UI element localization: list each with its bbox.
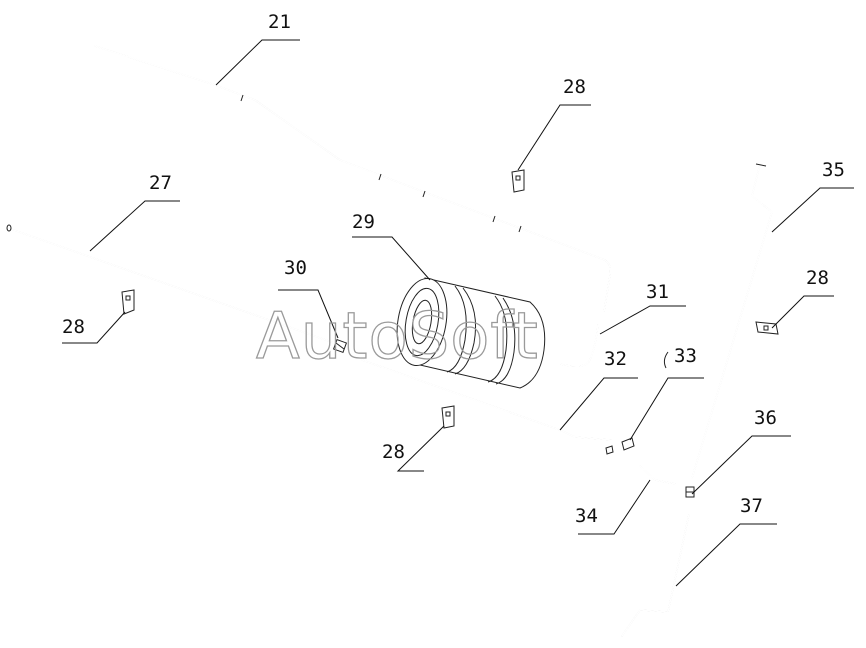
leader-lines	[62, 39, 854, 587]
pipe-27	[6, 224, 341, 346]
clip-33	[605, 351, 669, 455]
callout-34: 34	[575, 505, 598, 527]
callout-27: 27	[149, 172, 172, 194]
pipe-34	[639, 465, 677, 485]
callout-28-top: 28	[563, 76, 586, 98]
connector-30	[332, 338, 348, 354]
bracket-28-bottom	[441, 405, 455, 429]
watermark: AutoSoft	[256, 300, 539, 374]
bracket-28-top	[511, 169, 525, 193]
pipe-35	[691, 163, 773, 479]
callout-37: 37	[740, 495, 763, 517]
bracket-28-left	[121, 289, 135, 315]
pipe-32	[361, 359, 613, 441]
pipe-37	[621, 513, 690, 637]
callout-29: 29	[352, 211, 375, 233]
air-tank-29	[396, 277, 546, 389]
pipe-31	[559, 323, 599, 368]
callout-35: 35	[822, 159, 845, 181]
callout-21: 21	[268, 11, 291, 33]
callout-33: 33	[674, 345, 697, 367]
callout-32: 32	[604, 348, 627, 370]
callout-36: 36	[754, 407, 777, 429]
callout-30: 30	[284, 257, 307, 279]
bracket-28-right	[755, 321, 779, 335]
pipe-21	[94, 45, 612, 313]
callout-28-bottom: 28	[382, 441, 405, 463]
fitting-36	[685, 486, 695, 498]
callout-28-right: 28	[806, 267, 829, 289]
callout-31: 31	[646, 281, 669, 303]
callout-28-left: 28	[62, 316, 85, 338]
